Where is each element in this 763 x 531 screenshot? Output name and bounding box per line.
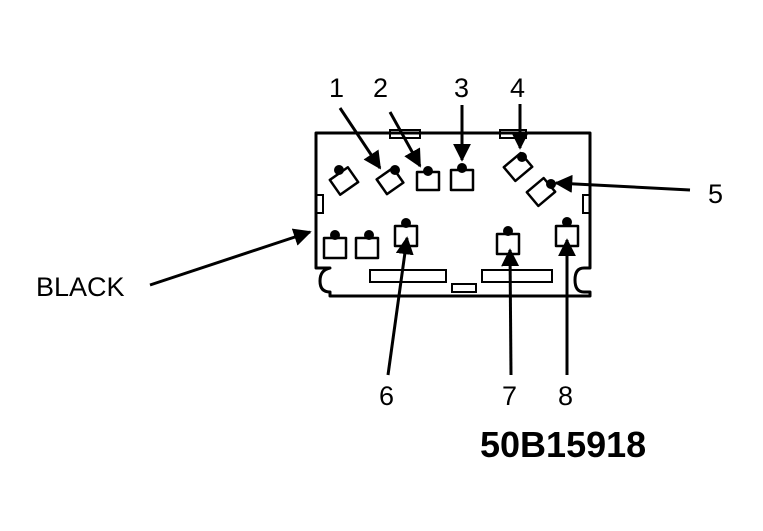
label-7: 7 — [502, 381, 517, 411]
terminals — [322, 151, 580, 260]
terminal-cavity-7 — [495, 226, 521, 256]
arrow-6 — [386, 236, 414, 376]
label-black: BLACK — [36, 272, 125, 302]
terminal-cavity-1 — [375, 165, 405, 196]
terminal-cavity-5 — [525, 176, 557, 208]
terminal-cavity-black-1 — [322, 230, 348, 260]
right-side-tab — [582, 194, 591, 214]
bottom-center-key — [451, 283, 477, 293]
bottom-slot-left — [369, 269, 447, 283]
terminal-cavity-black-2 — [354, 230, 380, 260]
label-3: 3 — [454, 73, 469, 103]
callout-labels: 1 2 3 4 5 6 7 8 BLACK — [36, 73, 723, 411]
label-8: 8 — [558, 381, 573, 411]
arrow-2 — [388, 111, 422, 168]
arrow-black — [149, 228, 312, 287]
label-6: 6 — [379, 381, 394, 411]
arrow-1 — [338, 107, 382, 170]
terminal-cavity-4 — [502, 151, 534, 183]
label-5: 5 — [708, 179, 723, 209]
terminal-cavity-3 — [449, 163, 475, 192]
arrow-7 — [501, 248, 520, 376]
terminal-cavity-top-left — [328, 165, 360, 196]
label-2: 2 — [373, 73, 388, 103]
bottom-slot-right — [481, 269, 553, 283]
arrow-5 — [554, 174, 691, 193]
label-1: 1 — [329, 73, 344, 103]
connector-body — [314, 129, 592, 298]
figure-code: 50B15918 — [480, 424, 646, 465]
label-4: 4 — [510, 73, 525, 103]
leader-arrows — [149, 104, 691, 376]
left-side-tab — [315, 194, 324, 214]
terminal-cavity-2 — [415, 166, 441, 192]
